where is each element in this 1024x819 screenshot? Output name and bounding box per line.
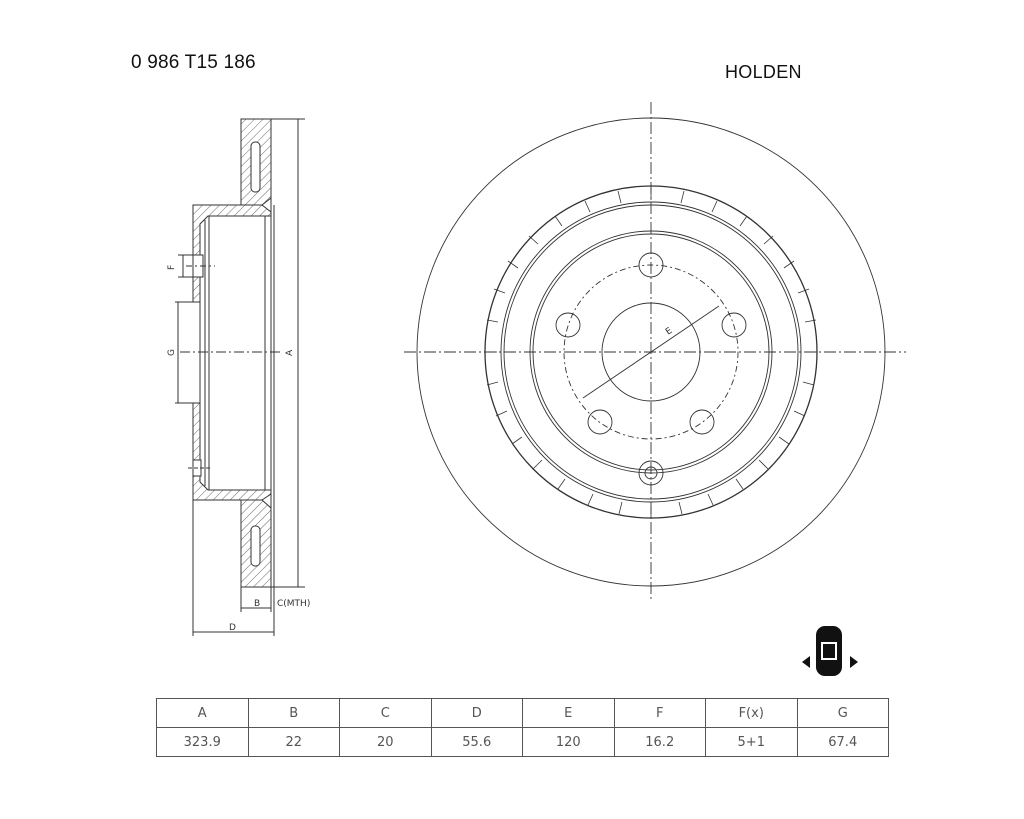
header-a: A (156, 698, 249, 728)
header-fx: F(x) (705, 698, 798, 728)
header-d: D (430, 698, 523, 728)
header-e: E (522, 698, 615, 728)
value-f: 16.2 (613, 727, 706, 757)
dim-label-e: E (664, 326, 675, 338)
spec-table: A B C D E F F(x) G 323.9 22 20 55.6 120 … (156, 698, 889, 757)
dim-label-a: A (285, 349, 295, 356)
brand-name: HOLDEN (725, 62, 802, 82)
spec-table-value-row: 323.9 22 20 55.6 120 16.2 5+1 67.4 (156, 727, 889, 757)
value-d: 55.6 (430, 727, 523, 757)
dim-label-b: B (254, 599, 260, 609)
header-c: C (339, 698, 432, 728)
value-b: 22 (247, 727, 340, 757)
dim-label-d: D (229, 623, 236, 633)
value-fx: 5+1 (705, 727, 798, 757)
rear-axle-car-icon (802, 626, 858, 676)
header-g: G (796, 698, 889, 728)
technical-drawing: A B C(MTH) D F G (167, 102, 906, 636)
header-b: B (247, 698, 340, 728)
value-g: 67.4 (796, 727, 889, 757)
dim-label-c: C(MTH) (277, 599, 310, 609)
value-c: 20 (339, 727, 432, 757)
vane-marks (485, 188, 817, 518)
part-number: 0 986 T15 186 (131, 52, 256, 73)
side-section-view (175, 118, 305, 636)
header-f: F (613, 698, 706, 728)
front-view (404, 102, 906, 602)
value-a: 323.9 (156, 727, 249, 757)
value-e: 120 (522, 727, 615, 757)
dim-label-f: F (167, 265, 177, 270)
dim-label-g: G (167, 349, 177, 356)
spec-table-header-row: A B C D E F F(x) G (156, 698, 889, 728)
